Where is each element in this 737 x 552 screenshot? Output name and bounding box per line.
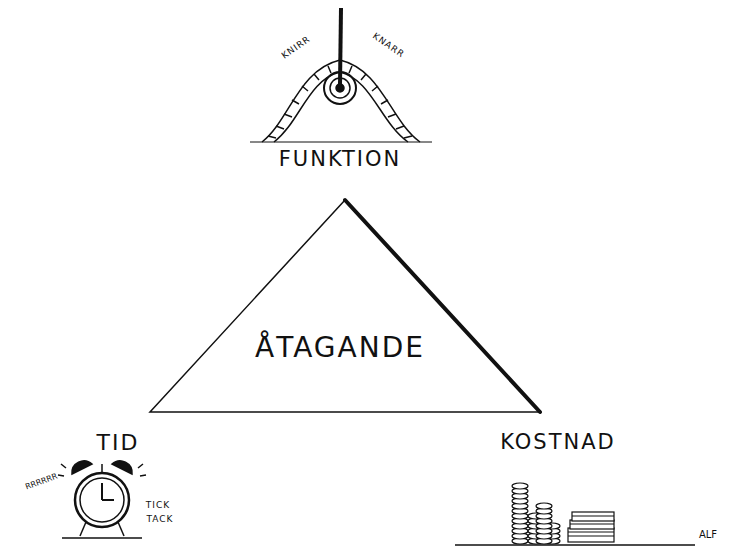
triangle-node: ÅTAGANDE — [148, 198, 542, 414]
sound-word: TICK — [146, 501, 170, 511]
clock-drawing — [58, 461, 146, 538]
money-drawing — [455, 483, 695, 545]
sound-word: TACK — [147, 515, 174, 525]
signature: ALF — [699, 529, 717, 540]
corner-label: TID — [97, 431, 140, 455]
sound-word: KNARR — [370, 32, 405, 61]
corner-label: FUNKTION — [279, 148, 402, 171]
sound-word: RRRRRR — [25, 472, 59, 492]
sound-word: KNIRR — [280, 35, 313, 62]
gauge-drawing — [250, 8, 432, 142]
triangle-outline — [148, 198, 542, 414]
triangle-title: ÅTAGANDE — [255, 333, 425, 364]
corner-label: KOSTNAD — [500, 431, 616, 454]
